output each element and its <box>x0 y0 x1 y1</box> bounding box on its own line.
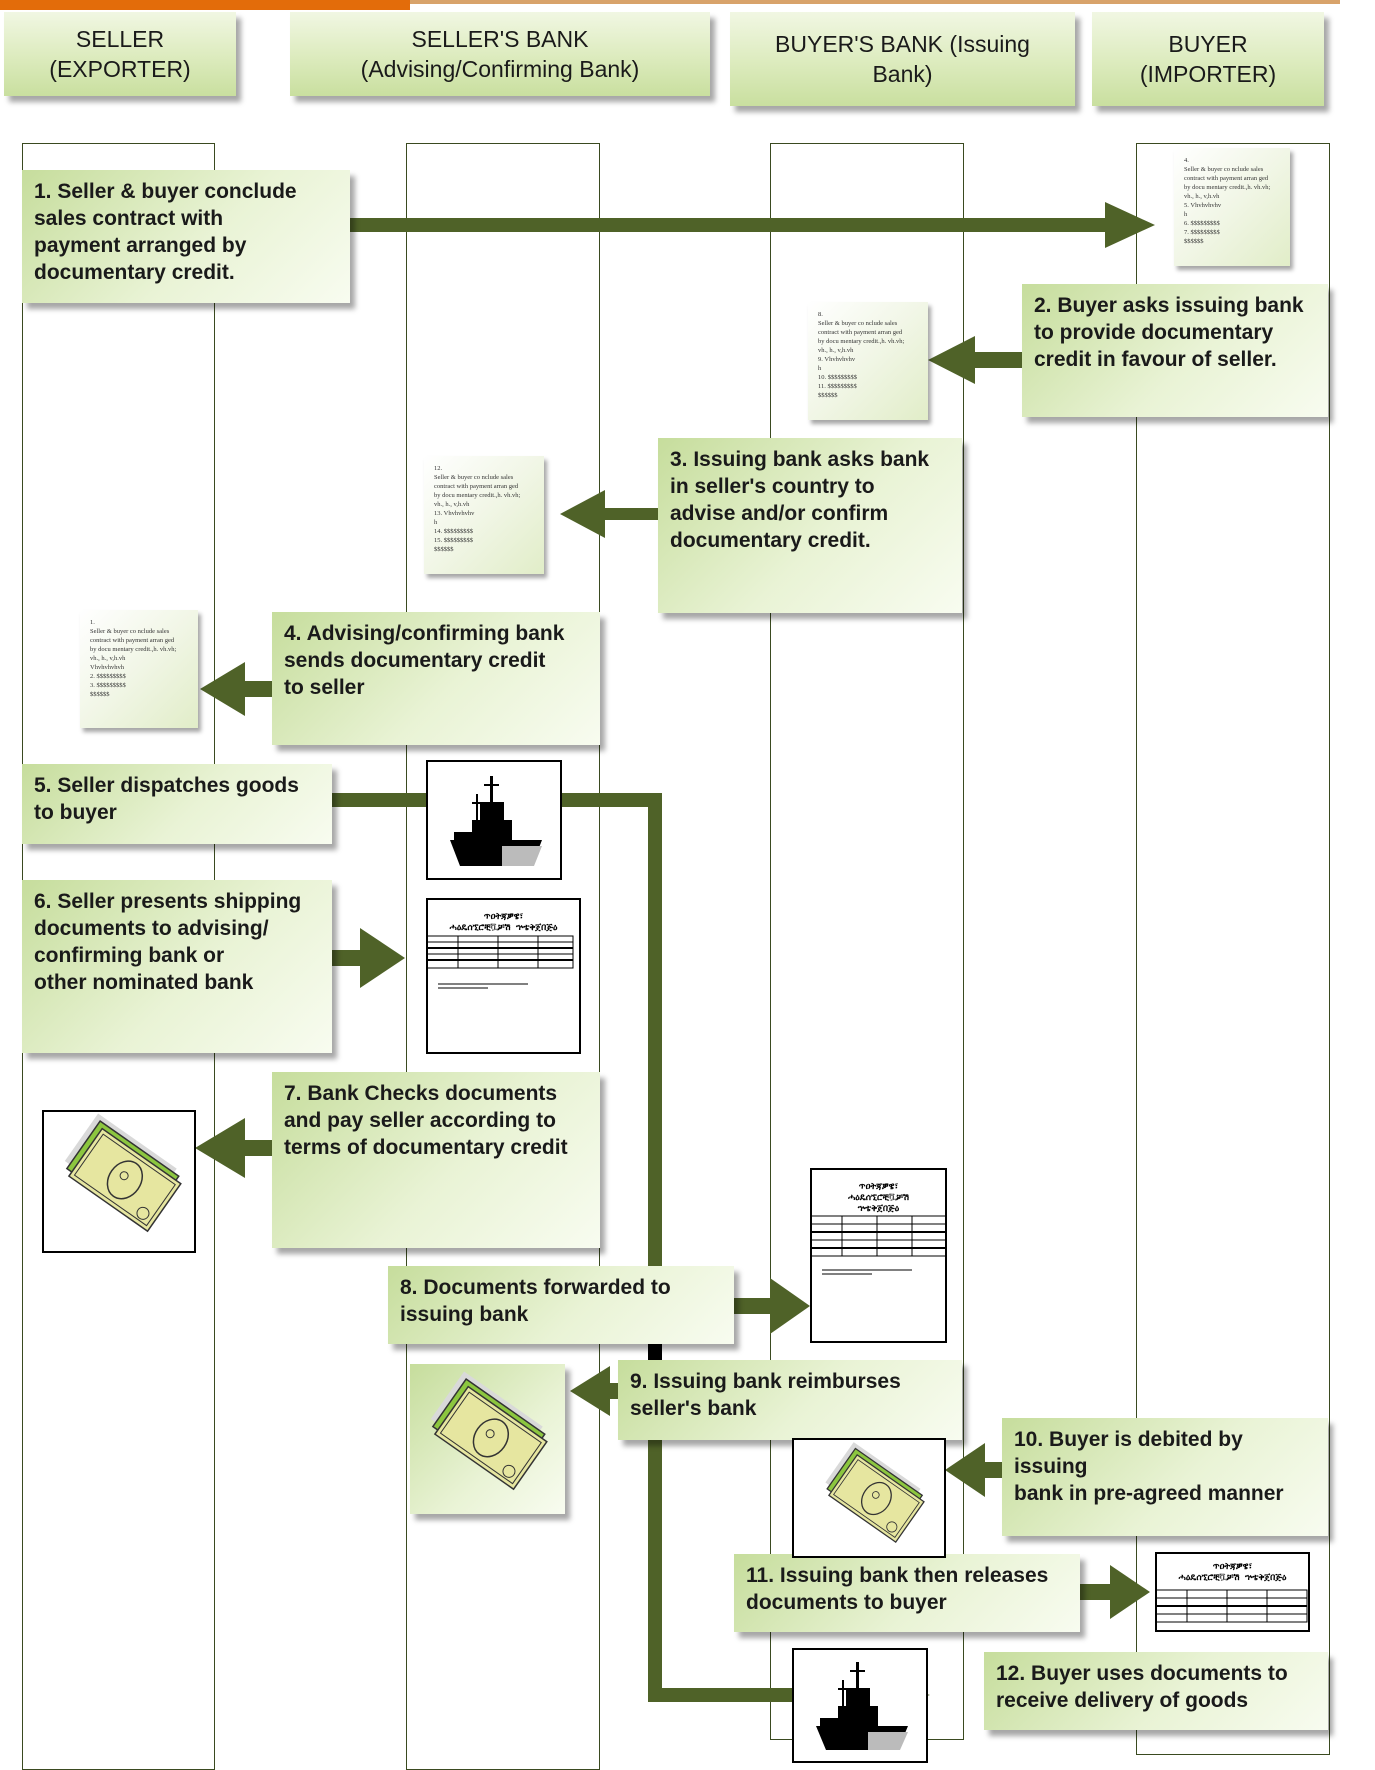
credit-document-seller: 1. Seller & buyer co nclude sales contra… <box>80 610 198 728</box>
step-6-box: 6. Seller presents shipping documents to… <box>22 880 332 1053</box>
step-10-box: 10. Buyer is debited by issuing bank in … <box>1002 1418 1328 1536</box>
credit-document-buyers-bank: 8. Seller & buyer co nclude sales contra… <box>808 302 928 420</box>
money-icon-seller <box>42 1110 196 1253</box>
arrow-step-6 <box>332 928 405 988</box>
header-buyers-bank: BUYER'S BANK (Issuing Bank) <box>730 12 1075 106</box>
ship-icon <box>426 760 562 880</box>
header-sellers-bank: SELLER'S BANK (Advising/Confirming Bank) <box>290 12 710 96</box>
step-1-box: 1. Seller & buyer conclude sales contrac… <box>22 170 350 303</box>
credit-document-sellers-bank: 12. Seller & buyer co nclude sales contr… <box>424 456 544 574</box>
step-11-box: 11. Issuing bank then releases documents… <box>734 1554 1080 1632</box>
step-7-box: 7. Bank Checks documents and pay seller … <box>272 1072 600 1248</box>
shipping-documents-form: ጥዐትጃቓዌ፣ ሓዕዴሰኚሮቺቯቻሽ ኍቴቅጀበጅዕ <box>426 898 581 1054</box>
ship-icon-delivery <box>792 1648 928 1763</box>
step-8-box: 8. Documents forwarded to issuing bank <box>388 1266 734 1344</box>
money-icon-sellers-bank <box>410 1364 565 1514</box>
step-9-box: 9. Issuing bank reimburses seller's bank <box>618 1360 962 1440</box>
header-buyer: BUYER (IMPORTER) <box>1092 12 1324 106</box>
credit-document-buyer: 4. Seller & buyer co nclude sales contra… <box>1174 148 1290 266</box>
step-2-box: 2. Buyer asks issuing bank to provide do… <box>1022 284 1328 417</box>
step-4-box: 4. Advising/confirming bank sends docume… <box>272 612 600 745</box>
header-seller: SELLER (EXPORTER) <box>4 12 236 96</box>
top-accent-bar <box>0 0 1340 10</box>
documents-released-to-buyer: ጥዐትጃቓዌ፣ ሓዕዴሰኚሮቺቯቻሽ ኍቴቅጀበጅዕ <box>1155 1552 1310 1632</box>
step-5-box: 5. Seller dispatches goods to buyer <box>22 764 332 844</box>
step-3-box: 3. Issuing bank asks bank in seller's co… <box>658 438 962 613</box>
money-icon-buyers-bank <box>792 1438 946 1558</box>
documents-at-issuing-bank: ጥዐትጃቓዌ፣ ሓዕዴሰኚሮቺቯቻሽ ኍቴቅጀበጅዕ <box>810 1168 947 1343</box>
step-12-box: 12. Buyer uses documents to receive deli… <box>984 1652 1328 1730</box>
